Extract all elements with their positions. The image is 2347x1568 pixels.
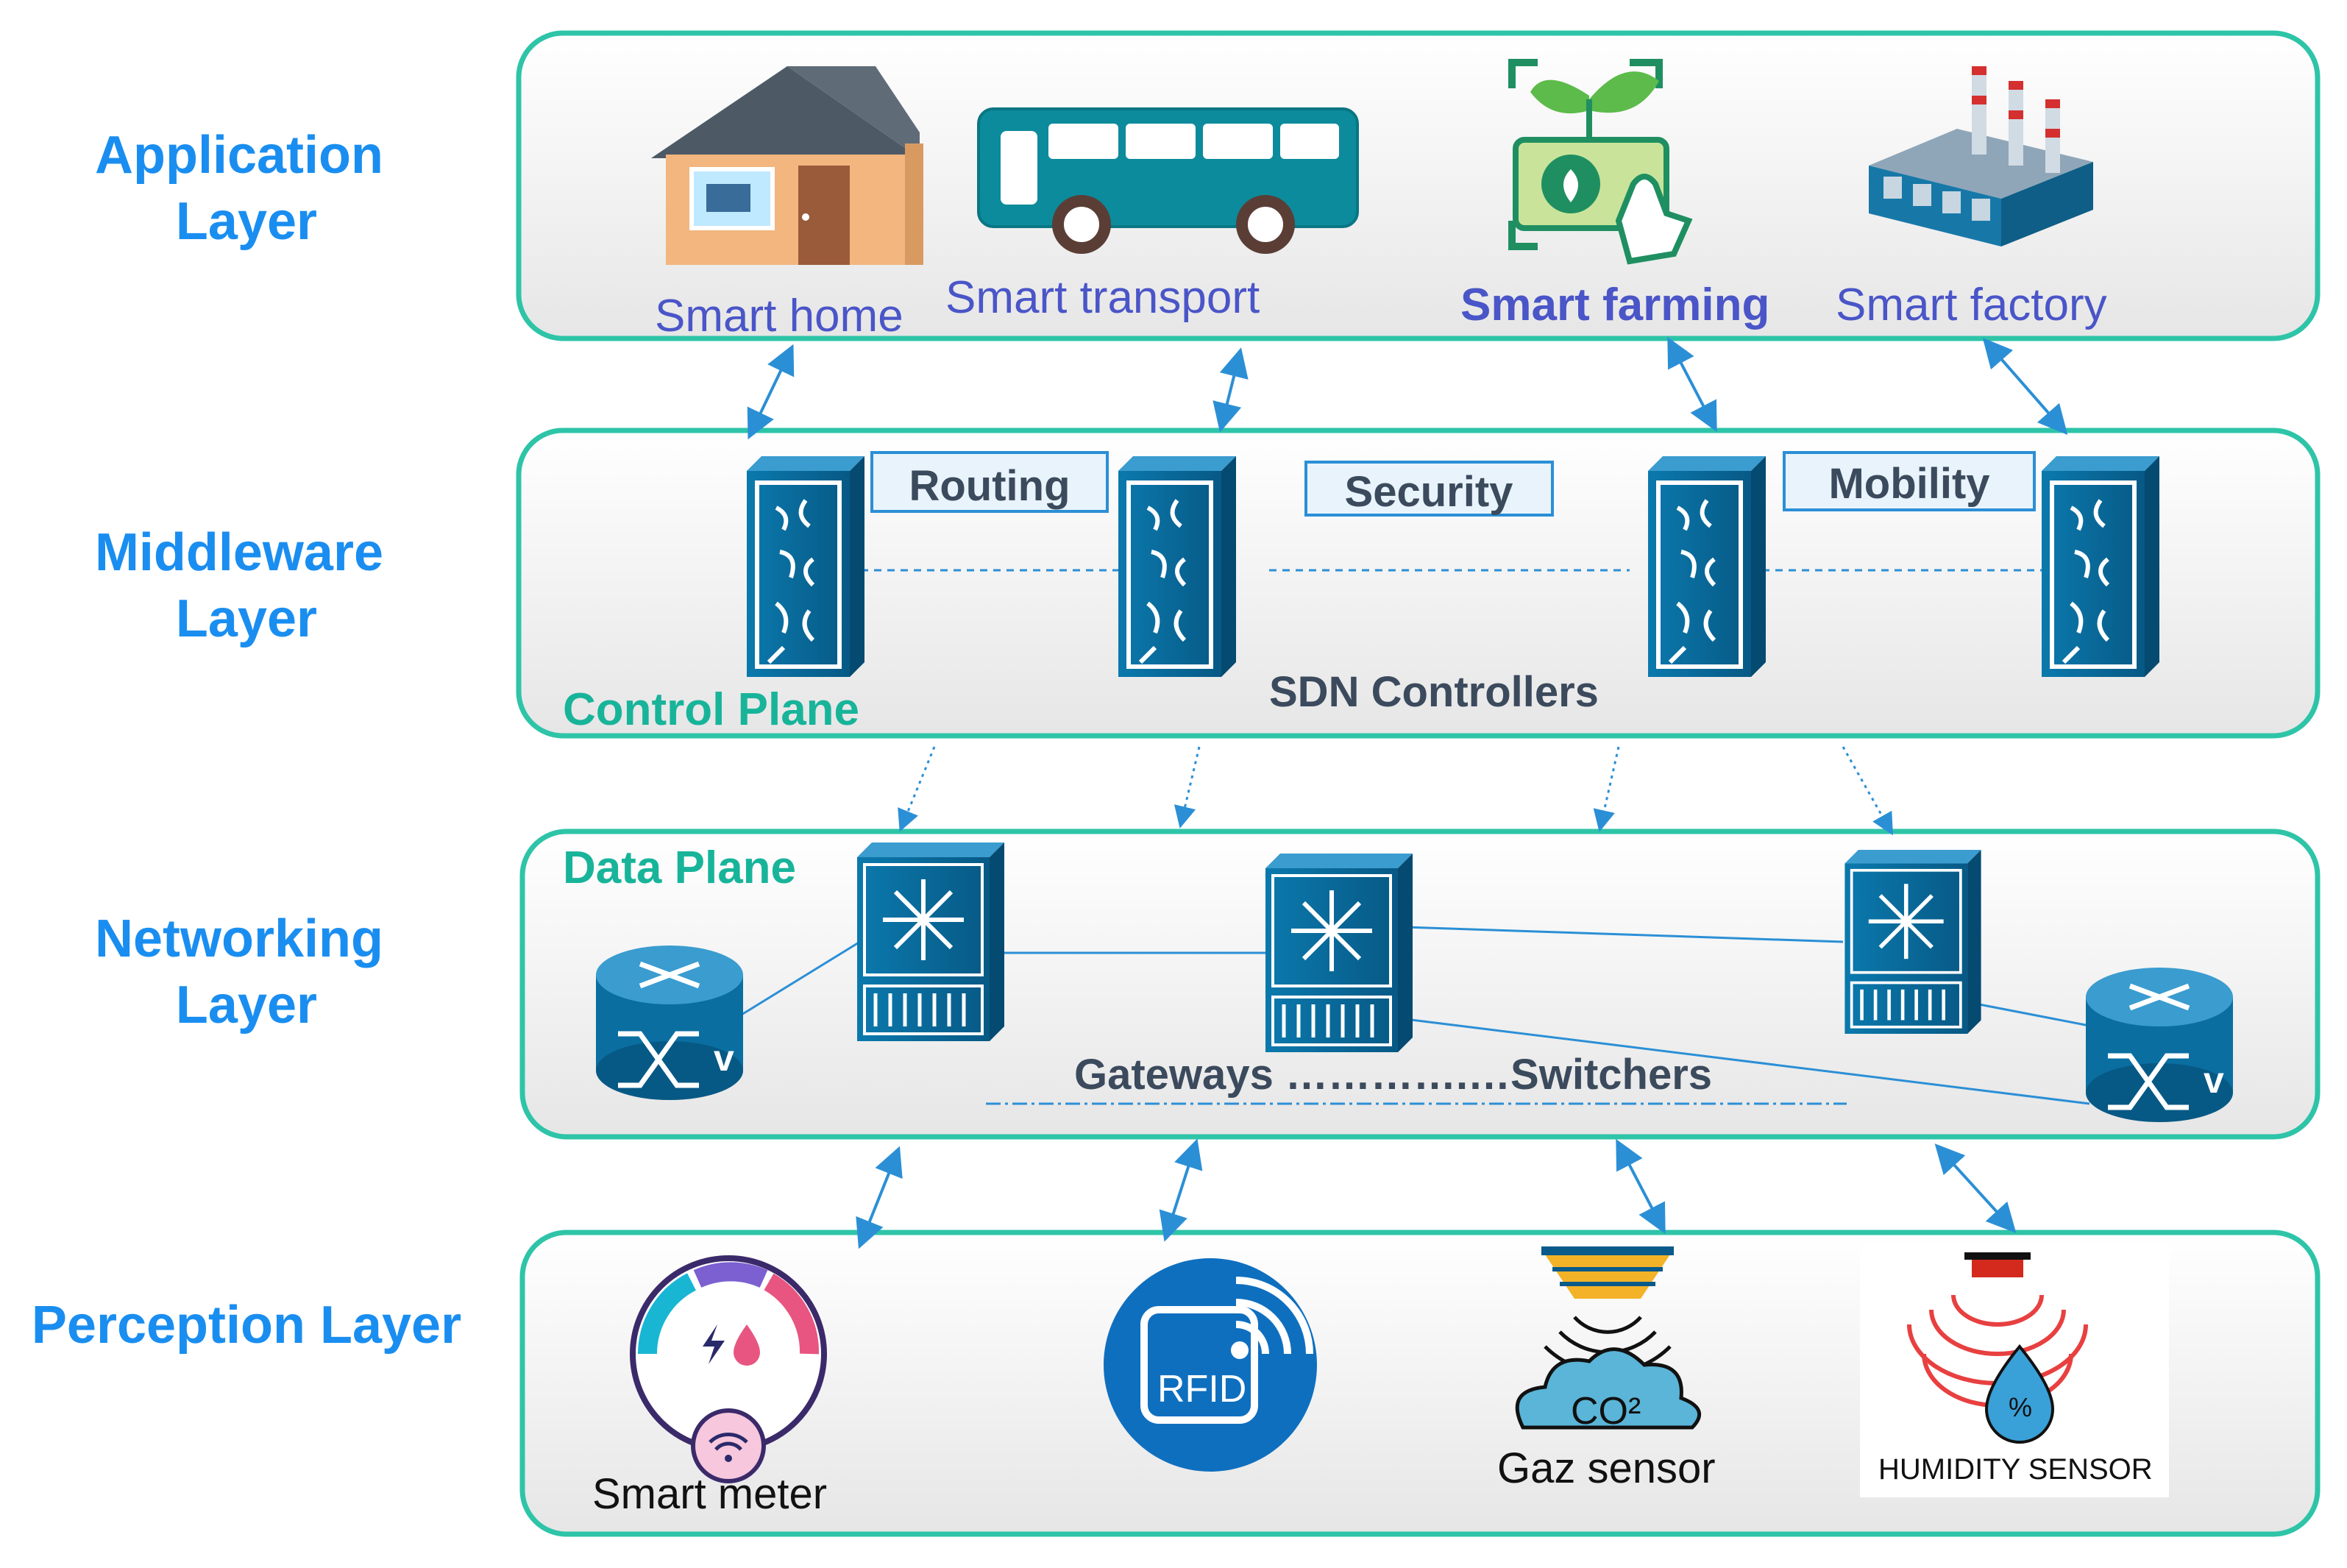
svg-text:Security: Security (1345, 468, 1513, 516)
farming-icon (1508, 59, 1693, 265)
networking-layer-label: Networking Layer (95, 909, 398, 1035)
smart-meter-icon (630, 1255, 827, 1483)
gas-sensor-icon: CO² (1515, 1246, 1701, 1433)
bus-icon (977, 107, 1359, 254)
app-item-smart-home: Smart home (655, 291, 903, 341)
house-icon (651, 66, 923, 265)
sdn-controller-3 (1648, 456, 1766, 677)
network-perception-arrows (856, 1138, 2017, 1249)
data-plane-label: Data Plane (563, 842, 796, 893)
application-layer-panel (516, 30, 2321, 341)
middleware-layer-label: Middleware Layer (95, 523, 398, 648)
security-box: Security (1304, 461, 1554, 517)
virtual-router-left (596, 946, 743, 1100)
perception-layer-label: Perception Layer (32, 1296, 461, 1355)
app-item-smart-transport: Smart transport (945, 272, 1260, 323)
sdn-controller-4 (2042, 456, 2159, 677)
sdn-controller-1 (747, 456, 864, 677)
sdn-controllers-label: SDN Controllers (1269, 668, 1599, 716)
application-layer-label: Application Layer (95, 126, 398, 251)
virtual-router-right (2086, 968, 2233, 1122)
humidity-sensor-label: HUMIDITY SENSOR (1878, 1453, 2153, 1486)
gateway-switch-3 (1844, 850, 1981, 1034)
routing-box: Routing (870, 451, 1109, 513)
svg-text:Routing: Routing (909, 462, 1070, 510)
smart-meter-label: Smart meter (592, 1470, 827, 1518)
humidity-sensor-icon: % HUMIDITY SENSOR (1860, 1244, 2169, 1497)
mobility-box: Mobility (1783, 451, 2036, 511)
sdn-controller-2 (1118, 456, 1236, 677)
gateway-switch-2 (1265, 854, 1413, 1052)
control-data-arrows (898, 746, 1893, 836)
app-item-smart-factory: Smart factory (1836, 280, 2107, 330)
app-middleware-arrows (747, 336, 2068, 440)
gateway-switch-1 (857, 842, 1004, 1041)
app-item-smart-farming: Smart farming (1460, 280, 1769, 330)
svg-text:CO²: CO² (1571, 1390, 1641, 1433)
network-links (728, 926, 2094, 1105)
svg-text:%: % (2009, 1392, 2032, 1422)
gaz-sensor-label: Gaz sensor (1497, 1444, 1716, 1492)
gateways-switchers-label: Gateways ………….…Switchers (1074, 1051, 1712, 1099)
svg-text:Mobility: Mobility (1828, 460, 1989, 508)
svg-text:RFID: RFID (1157, 1368, 1246, 1411)
factory-icon (1869, 66, 2093, 246)
rfid-icon: RFID (1104, 1258, 1317, 1472)
control-plane-label: Control Plane (563, 684, 859, 735)
